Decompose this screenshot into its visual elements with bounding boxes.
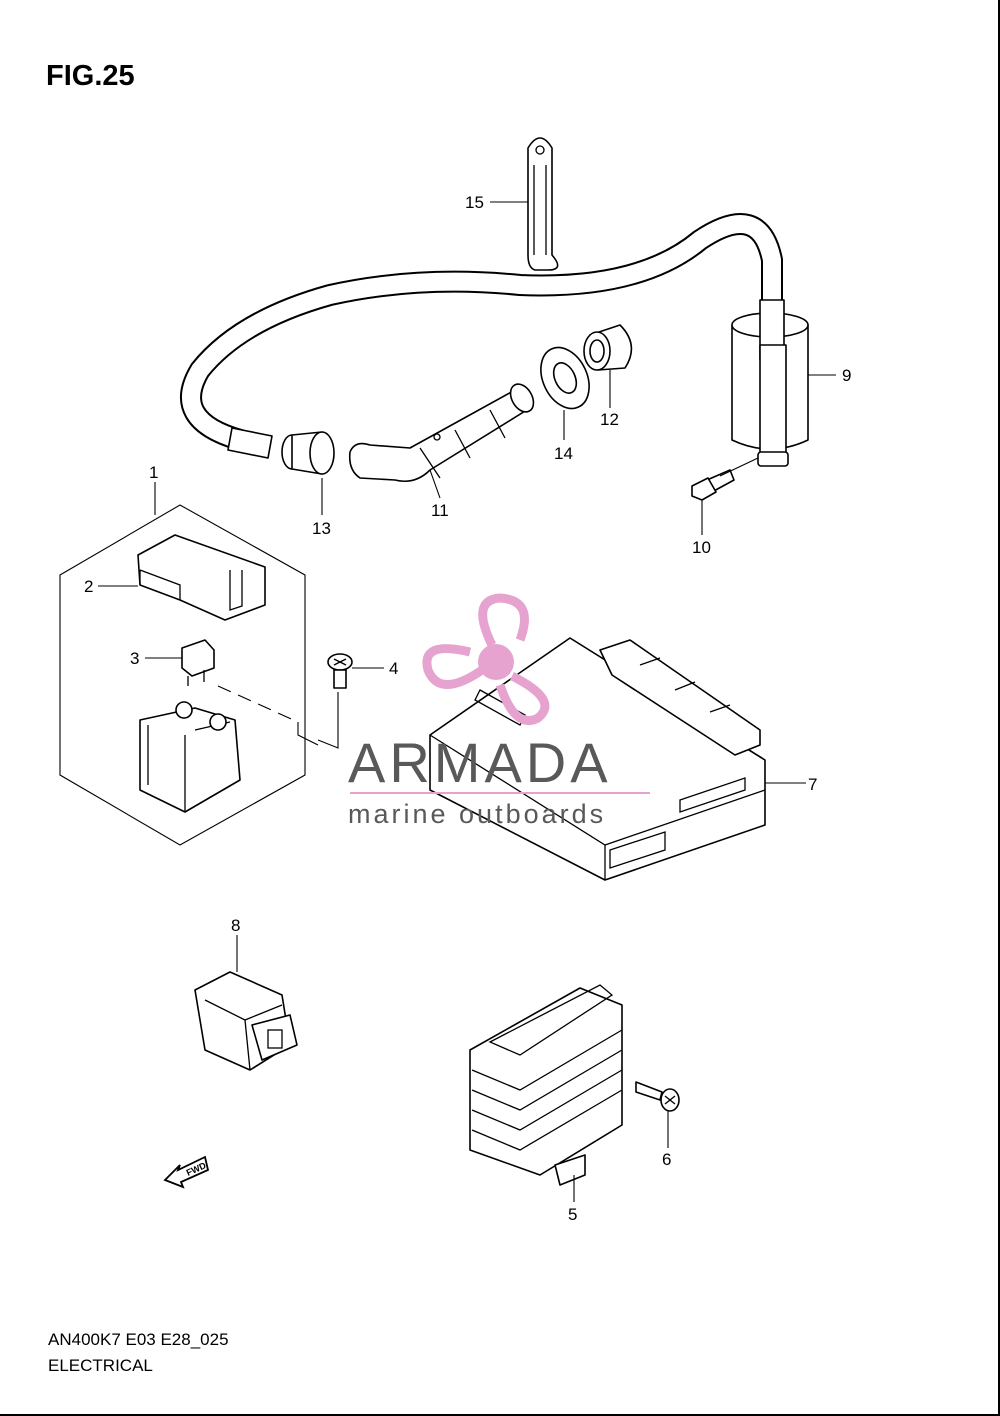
callout-4: 4	[389, 659, 398, 678]
watermark-rule	[350, 792, 650, 794]
part-4-bolt	[317, 653, 353, 749]
callout-11: 11	[431, 501, 449, 520]
callout-7: 7	[808, 775, 817, 794]
watermark: ARMADA marine outboards	[348, 593, 650, 829]
watermark-brand: ARMADA	[348, 731, 612, 794]
callout-8: 8	[231, 916, 240, 935]
callout-6: 6	[662, 1150, 671, 1169]
callout-1: 1	[149, 463, 158, 482]
fwd-arrow-icon: FWD	[163, 1155, 210, 1189]
callout-numbers: 1 2 3 4 5 6 7 8 9 10 11 12 13 14 15	[84, 193, 851, 1224]
part-13-cap	[281, 431, 335, 475]
part-15-clamp	[527, 137, 559, 271]
callout-13: 13	[312, 519, 331, 538]
part-8-coupler	[194, 971, 298, 1071]
part-11-plug-cap	[348, 383, 535, 483]
model-code: AN400K7 E03 E28_025	[48, 1330, 229, 1349]
callout-12: 12	[600, 410, 619, 429]
propeller-logo-icon	[422, 593, 550, 725]
callout-14: 14	[554, 444, 573, 463]
part-12-spacer	[583, 324, 633, 371]
callout-3: 3	[130, 649, 139, 668]
part-10-screw	[691, 469, 735, 501]
leader-lines	[98, 201, 836, 1202]
part-7-ecm	[429, 637, 766, 881]
callout-5: 5	[568, 1205, 577, 1224]
section-name: ELECTRICAL	[48, 1356, 153, 1375]
part-14-grommet	[540, 346, 590, 410]
watermark-tagline: marine outboards	[348, 799, 606, 829]
figure-title: FIG.25	[46, 60, 135, 92]
part-1-starter-relay-assy	[59, 504, 319, 846]
callout-2: 2	[84, 577, 93, 596]
part-6-bolt	[635, 1081, 680, 1112]
part-9-ignition-coil	[180, 213, 809, 467]
callout-15: 15	[465, 193, 484, 212]
callout-10: 10	[692, 538, 711, 557]
part-5-regulator	[469, 984, 623, 1186]
callout-9: 9	[842, 366, 851, 385]
